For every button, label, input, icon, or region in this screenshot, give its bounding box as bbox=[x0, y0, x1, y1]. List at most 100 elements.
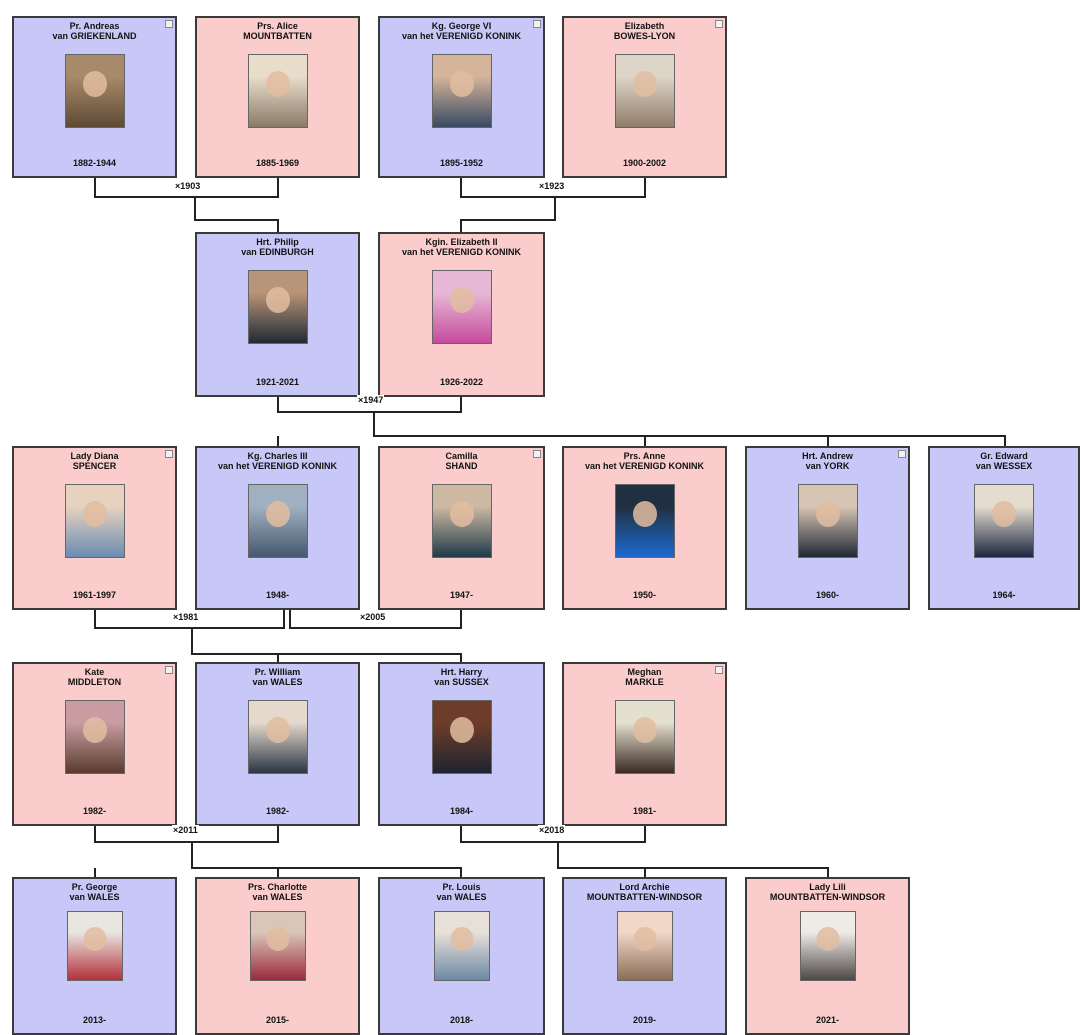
name-line-2: van WALES bbox=[69, 892, 120, 902]
portrait-head-shape bbox=[992, 500, 1016, 527]
portrait-head-shape bbox=[82, 716, 107, 743]
life-years: 1882-1944 bbox=[72, 158, 117, 168]
life-years: 2013- bbox=[82, 1015, 107, 1025]
portrait-photo bbox=[797, 484, 858, 558]
portrait-photo bbox=[974, 484, 1034, 558]
marriage-label-m2011: ×2011 bbox=[172, 825, 199, 835]
expand-icon[interactable] bbox=[165, 20, 173, 28]
expand-icon[interactable] bbox=[898, 450, 906, 458]
name-line-2: van EDINBURGH bbox=[241, 247, 314, 257]
name-line-1: Kg. Charles III bbox=[247, 451, 308, 461]
life-years: 2018- bbox=[449, 1015, 474, 1025]
name-line-1: Pr. Louis bbox=[442, 882, 481, 892]
name-line-1: Prs. Anne bbox=[623, 451, 666, 461]
name-line-1: Prs. Alice bbox=[257, 21, 298, 31]
portrait-head-shape bbox=[815, 500, 840, 527]
life-years: 1926-2022 bbox=[439, 377, 484, 387]
descent-line-children-2011 bbox=[191, 842, 462, 877]
portrait-head-shape bbox=[633, 926, 656, 951]
portrait-photo bbox=[614, 700, 675, 774]
life-years: 2021- bbox=[815, 1015, 840, 1025]
portrait-head-shape bbox=[265, 716, 290, 743]
expand-icon[interactable] bbox=[715, 666, 723, 674]
expand-icon[interactable] bbox=[165, 450, 173, 458]
marriage-label-m1981: ×1981 bbox=[172, 612, 200, 622]
name-line-1: Hrt. Harry bbox=[440, 667, 483, 677]
marriage-label-m1923: ×1923 bbox=[538, 181, 566, 191]
portrait-photo bbox=[64, 700, 125, 774]
life-years: 1947- bbox=[449, 590, 474, 600]
marriage-label-m1903: ×1903 bbox=[174, 181, 202, 191]
name-line-1: Lady Lili bbox=[809, 882, 846, 892]
expand-icon[interactable] bbox=[533, 20, 541, 28]
life-years: 1960- bbox=[815, 590, 840, 600]
name-line-2: MOUNTBATTEN-WINDSOR bbox=[586, 892, 703, 902]
portrait-head-shape bbox=[632, 500, 657, 527]
name-line-2: van het VERENIGD KONINK bbox=[584, 461, 705, 471]
name-line-2: van GRIEKENLAND bbox=[52, 31, 137, 41]
portrait-head-shape bbox=[449, 286, 474, 313]
life-years: 1982- bbox=[265, 806, 290, 816]
name-line-2: BOWES-LYON bbox=[613, 31, 676, 41]
portrait-photo bbox=[431, 54, 492, 128]
life-years: 1948- bbox=[265, 590, 290, 600]
name-line-1: Camilla bbox=[445, 451, 478, 461]
marriage-label-m1947: ×1947 bbox=[357, 395, 385, 405]
name-line-1: Kg. George VI bbox=[431, 21, 492, 31]
portrait-photo bbox=[66, 911, 123, 981]
life-years: 2015- bbox=[265, 1015, 290, 1025]
name-line-1: Pr. Andreas bbox=[69, 21, 120, 31]
portrait-photo bbox=[64, 54, 125, 128]
portrait-photo bbox=[249, 911, 306, 981]
expand-icon[interactable] bbox=[165, 666, 173, 674]
expand-icon[interactable] bbox=[715, 20, 723, 28]
portrait-head-shape bbox=[449, 500, 474, 527]
portrait-photo bbox=[614, 484, 675, 558]
descent-line-philip bbox=[194, 197, 279, 232]
portrait-head-shape bbox=[632, 70, 657, 97]
life-years: 1885-1969 bbox=[255, 158, 300, 168]
expand-icon[interactable] bbox=[533, 450, 541, 458]
name-line-2: van WALES bbox=[436, 892, 487, 902]
name-line-1: Gr. Edward bbox=[980, 451, 1028, 461]
portrait-photo bbox=[247, 270, 308, 344]
name-line-2: van SUSSEX bbox=[434, 677, 489, 687]
marriage-label-m2018: ×2018 bbox=[538, 825, 566, 835]
portrait-head-shape bbox=[266, 926, 289, 951]
